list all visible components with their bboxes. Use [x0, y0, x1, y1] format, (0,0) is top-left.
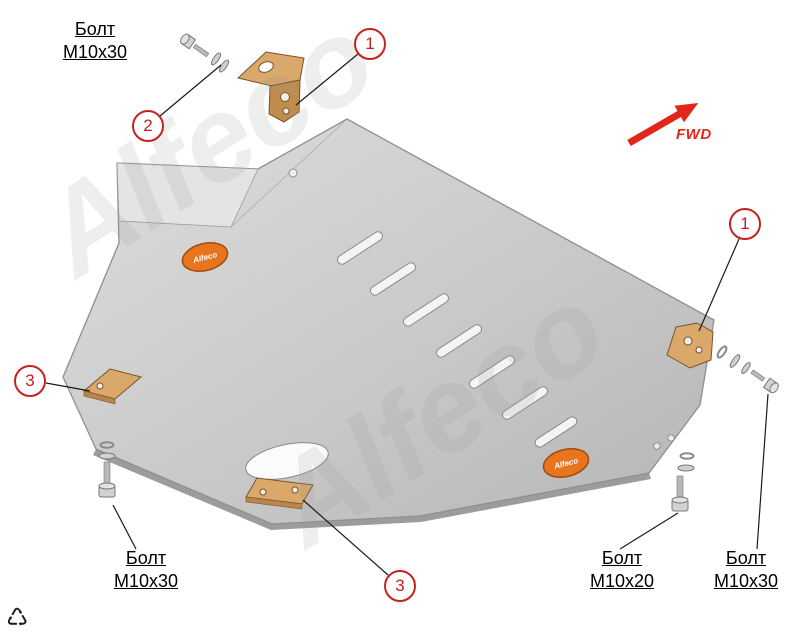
- bolt-m10x30-top: [180, 33, 230, 73]
- brand-logo-left: Alfeco: [181, 242, 229, 272]
- bolt-label-top-left-line1: Болт: [74, 19, 116, 39]
- bolt-label-bottom-left-line1: Болт: [125, 548, 167, 568]
- leader-lines: [45, 53, 769, 576]
- bolt-label-far-right-line1: Болт: [725, 548, 767, 568]
- plate-thickness-edge: [93, 449, 651, 530]
- skid-plate: Alfeco Alfeco: [62, 118, 715, 530]
- bolt-label-bottom-right: Болт М10х20: [567, 547, 677, 593]
- bolt-m10x20-bottom-right: [671, 452, 695, 512]
- bolt-m10x30-right: [716, 345, 779, 394]
- bracket-right: [666, 322, 714, 369]
- plate-holes: [288, 168, 675, 450]
- bracket-top: [236, 51, 305, 123]
- plate-crease: [230, 121, 345, 228]
- fwd-label: FWD: [676, 126, 712, 143]
- bolt-label-far-right: Болт М10х30: [696, 547, 796, 593]
- bracket-bottom: [245, 477, 314, 510]
- bolt-label-top-left-line2: М10х30: [62, 42, 128, 62]
- callout-3-left: 3: [14, 365, 46, 397]
- fwd-arrow: [627, 103, 699, 147]
- bolt-label-bottom-left: Болт М10х30: [91, 547, 201, 593]
- bolt-label-bottom-right-line1: Болт: [601, 548, 643, 568]
- bolt-label-far-right-line2: М10х30: [713, 571, 779, 591]
- vent-slots: [336, 231, 578, 448]
- oval-opening: [245, 442, 329, 480]
- brand-logo-right: Alfeco: [542, 448, 590, 478]
- bolt-m10x30-bottom-left: [98, 441, 116, 498]
- bolt-label-top-left: Болт М10х30: [40, 18, 150, 64]
- callout-3-bottom: 3: [384, 570, 416, 602]
- bolt-label-bottom-left-line2: М10х30: [113, 571, 179, 591]
- recycle-icon: ♺: [6, 604, 29, 632]
- bracket-left: [82, 368, 143, 405]
- bolt-label-bottom-right-line2: М10х20: [589, 571, 655, 591]
- callout-1-right: 1: [729, 208, 761, 240]
- callout-2: 2: [132, 110, 164, 142]
- callout-1-top: 1: [354, 28, 386, 60]
